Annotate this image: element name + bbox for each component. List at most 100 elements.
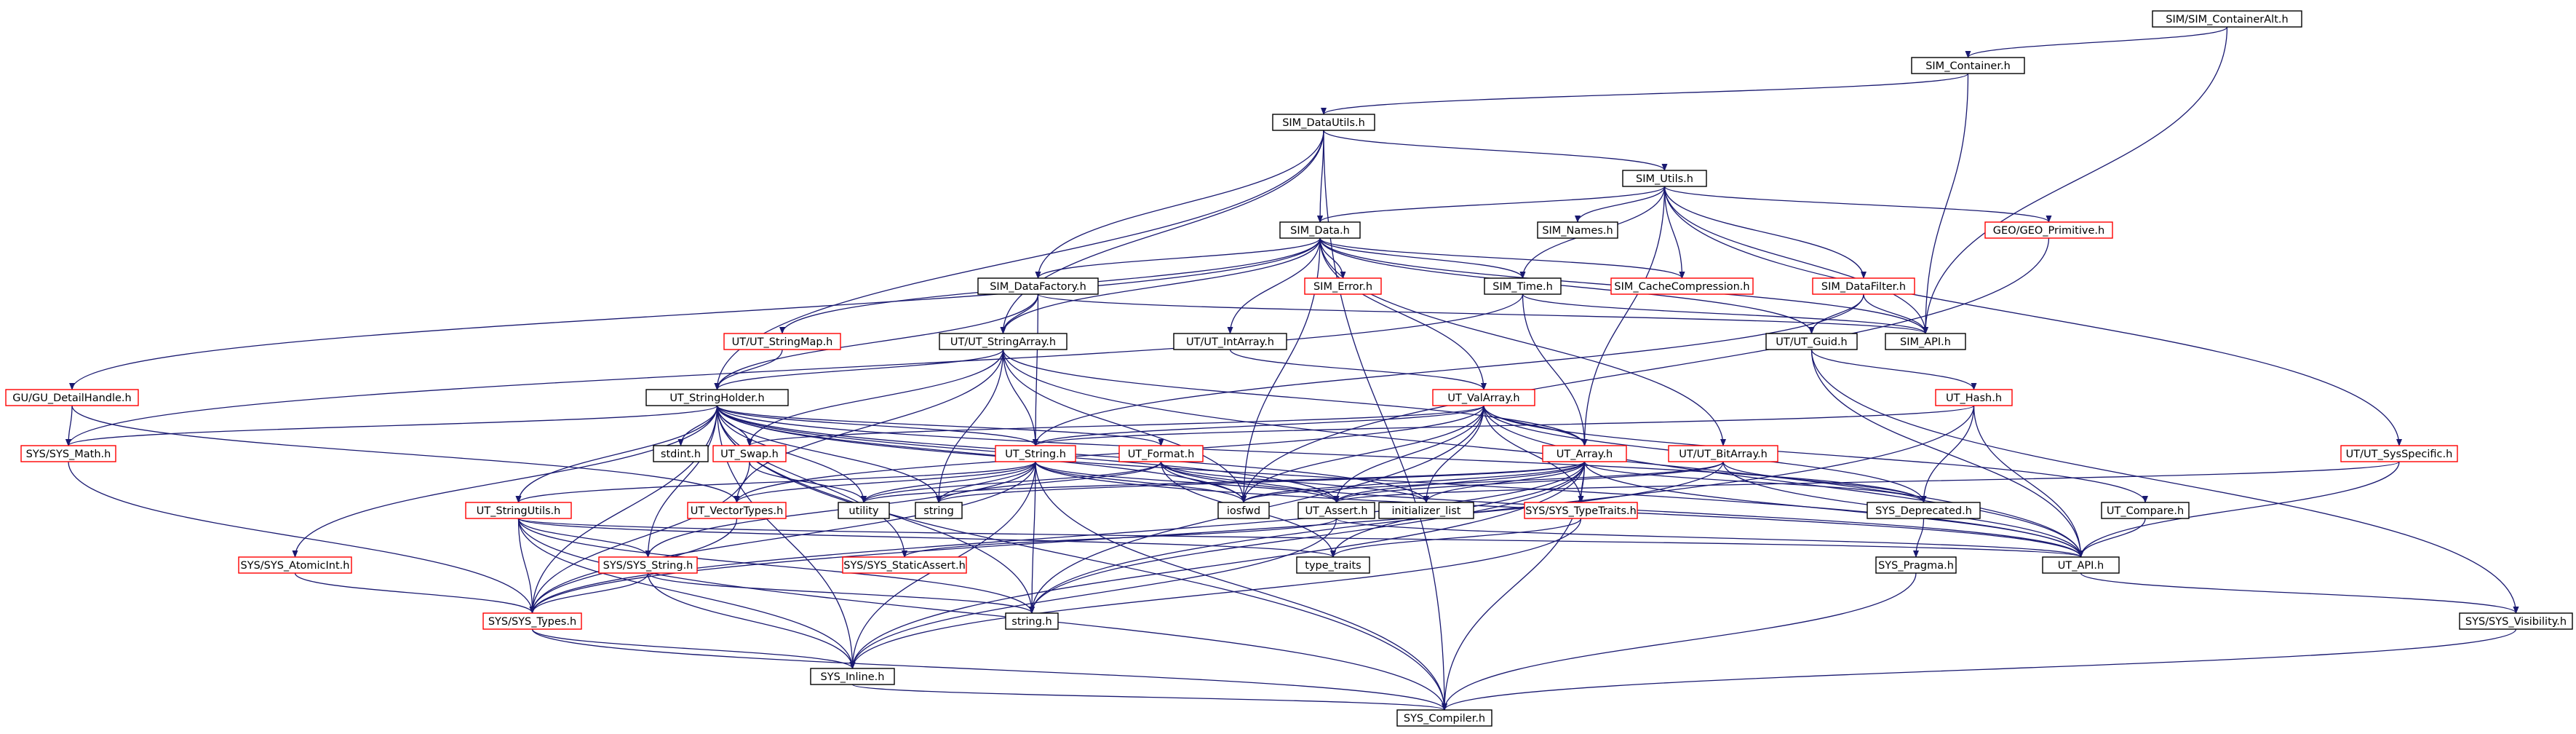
node-label-datafilter: SIM_DataFilter.h [1821, 281, 1906, 293]
edge-stringholder-to-systypes [529, 405, 718, 614]
node-geoprim[interactable]: GEO/GEO_Primitive.h [1984, 221, 2113, 239]
node-datafactory[interactable]: SIM_DataFactory.h [977, 277, 1099, 295]
edge-data-to-utguid [1319, 237, 1815, 334]
edge-stringholder-to-sysatomicint [292, 405, 718, 558]
node-sysinline[interactable]: SYS_Inline.h [810, 668, 895, 685]
node-stdint[interactable]: stdint.h [653, 445, 709, 462]
node-utformat[interactable]: UT_Format.h [1118, 445, 1204, 462]
node-utintarray[interactable]: UT/UT_IntArray.h [1173, 333, 1287, 350]
edge-valarray-to-initlist [1423, 405, 1484, 503]
node-utguid[interactable]: UT/UT_Guid.h [1765, 333, 1858, 350]
edge-utguid-to-utapi [1810, 349, 2084, 558]
node-box-simapi [1885, 333, 1966, 350]
edge-geoprim-to-iosfwd [1241, 237, 2050, 503]
node-box-stdint [653, 445, 709, 462]
edge-valarray-to-utvectortypes [734, 405, 1484, 503]
node-simapi[interactable]: SIM_API.h [1885, 333, 1966, 350]
node-iosfwd[interactable]: iosfwd [1217, 502, 1270, 519]
edge-utarray-to-systypes [529, 461, 1586, 614]
node-label-iosfwd: iosfwd [1227, 505, 1260, 517]
node-sysdeprecated[interactable]: SYS_Deprecated.h [1867, 502, 1981, 519]
node-syscompiler[interactable]: SYS_Compiler.h [1396, 709, 1492, 727]
node-utvectortypes[interactable]: UT_VectorTypes.h [687, 502, 787, 519]
node-gudetail[interactable]: GU/GU_DetailHandle.h [5, 389, 139, 406]
node-error[interactable]: SIM_Error.h [1304, 277, 1382, 295]
node-sysvisibility[interactable]: SYS/SYS_Visibility.h [2459, 612, 2573, 630]
node-cachecomp[interactable]: SIM_CacheCompression.h [1610, 277, 1754, 295]
node-label-error: SIM_Error.h [1313, 281, 1372, 293]
node-label-geoprim: GEO/GEO_Primitive.h [1993, 225, 2104, 237]
node-box-gudetail [5, 389, 139, 406]
node-utapi[interactable]: UT_API.h [2042, 556, 2120, 574]
edge-utstring-to-stringh [1029, 461, 1036, 614]
node-utbitarray[interactable]: UT/UT_BitArray.h [1668, 445, 1778, 462]
edge-uthash-to-sysdeprecated [1920, 405, 1975, 503]
edge-utswap-to-systypes [529, 461, 750, 614]
edge-utstring-to-utassert [1035, 461, 1340, 503]
edge-utstringutils-to-sysinline [517, 518, 856, 669]
edge-utintarray-to-valarray [1229, 349, 1487, 390]
node-label-utarray: UT_Array.h [1557, 449, 1613, 460]
node-utarray[interactable]: UT_Array.h [1542, 445, 1627, 462]
node-label-syscompiler: SYS_Compiler.h [1404, 713, 1485, 725]
node-sysatomicint[interactable]: SYS/SYS_AtomicInt.h [238, 556, 352, 574]
node-uthash[interactable]: UT_Hash.h [1935, 389, 2013, 406]
node-sysmath[interactable]: SYS/SYS_Math.h [20, 445, 116, 462]
edge-time-to-sysmath [65, 293, 1524, 446]
node-stringh[interactable]: string.h [1005, 612, 1059, 630]
node-utstringarray[interactable]: UT/UT_StringArray.h [939, 333, 1068, 350]
node-utcompare[interactable]: UT_Compare.h [2101, 502, 2190, 519]
node-datafilter[interactable]: SIM_DataFilter.h [1812, 277, 1915, 295]
node-syssysstring[interactable]: SYS/SYS_String.h [598, 556, 698, 574]
node-utstringmap[interactable]: UT/UT_StringMap.h [723, 333, 841, 350]
node-box-stringholder [645, 389, 789, 406]
edge-datafactory-to-utstringarray [1000, 293, 1039, 334]
node-time[interactable]: SIM_Time.h [1484, 277, 1562, 295]
edge-utils-to-simapi [1663, 186, 1928, 334]
node-systypes[interactable]: SYS/SYS_Types.h [482, 612, 582, 630]
node-datautils[interactable]: SIM_DataUtils.h [1272, 114, 1375, 131]
edge-stringholder-to-sysdeprecated [716, 405, 1927, 503]
edge-gudetail-to-utvectortypes [71, 405, 740, 503]
node-typetraits[interactable]: type_traits [1296, 556, 1370, 574]
node-data[interactable]: SIM_Data.h [1279, 221, 1361, 239]
node-box-utintarray [1173, 333, 1287, 350]
node-sysstaticassert[interactable]: SYS/SYS_StaticAssert.h [842, 556, 967, 574]
node-systypetraits[interactable]: SYS/SYS_TypeTraits.h [1524, 502, 1638, 519]
node-container[interactable]: SIM_Container.h [1911, 57, 2025, 74]
edge-systypes-to-sysinline [531, 628, 856, 669]
node-initlist[interactable]: initializer_list [1378, 502, 1474, 519]
node-syspragma[interactable]: SYS_Pragma.h [1875, 556, 1957, 574]
edge-utstringutils-to-syscompiler [517, 518, 1447, 711]
edge-datafactory-to-stringholder [714, 293, 1039, 390]
edge-utstring-to-utstringutils [515, 461, 1036, 503]
node-box-names [1537, 221, 1618, 239]
edge-data-to-valarray [1319, 237, 1487, 390]
edge-utapi-to-sysvisibility [2080, 572, 2519, 614]
edge-utstringarray-to-iosfwd [1002, 349, 1247, 503]
node-syssysspecific[interactable]: UT/UT_SysSpecific.h [2340, 445, 2458, 462]
node-valarray[interactable]: UT_ValArray.h [1432, 389, 1535, 406]
node-utassert[interactable]: UT_Assert.h [1297, 502, 1375, 519]
edge-datautils-to-datafactory [1035, 130, 1324, 279]
node-string[interactable]: string [915, 502, 963, 519]
edge-utarray-to-utassert [1333, 461, 1586, 503]
edge-uthash-to-utstring [1033, 405, 1975, 446]
node-utils[interactable]: SIM_Utils.h [1622, 170, 1707, 187]
node-utility[interactable]: utility [838, 502, 890, 519]
edge-utarray-to-utility [861, 461, 1586, 503]
node-box-datautils [1272, 114, 1375, 131]
node-utswap[interactable]: UT_Swap.h [712, 445, 787, 462]
node-utstring[interactable]: UT_String.h [995, 445, 1076, 462]
edge-data-to-time [1319, 237, 1526, 279]
edge-data-to-cachecomp [1319, 237, 1685, 279]
edges-layer [65, 26, 2519, 711]
edge-stringholder-to-sysmath [65, 405, 718, 446]
node-box-stringh [1005, 612, 1059, 630]
edge-utils-to-cachecomp [1663, 186, 1685, 279]
node-stringholder[interactable]: UT_StringHolder.h [645, 389, 789, 406]
node-utstringutils[interactable]: UT_StringUtils.h [465, 502, 572, 519]
node-names[interactable]: SIM_Names.h [1537, 221, 1618, 239]
edge-utstringutils-to-syssysstring [517, 518, 651, 558]
